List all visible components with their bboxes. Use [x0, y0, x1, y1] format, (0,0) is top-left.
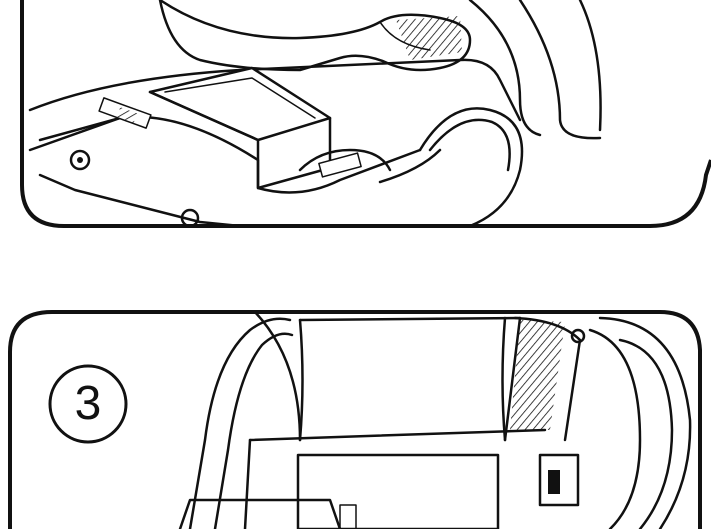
- upper-panel: [20, 0, 711, 228]
- right-latch: [538, 453, 580, 507]
- printer-cradle-edge: [378, 148, 442, 184]
- left-holder-back: [253, 312, 302, 442]
- step-number: 3: [74, 377, 102, 430]
- upper-panel-frame: [20, 0, 711, 228]
- finger-shading: [396, 16, 462, 60]
- bottom-gear: [339, 504, 357, 529]
- base-lip: [38, 116, 122, 142]
- left-holder-outer: [188, 317, 292, 529]
- paper-roll-curve-right: [501, 316, 507, 442]
- paper-bay-top: [248, 428, 547, 442]
- paper-roll-curve-left: [298, 318, 304, 442]
- printer-lid-curve: [468, 0, 542, 137]
- right-holder-hatch: [510, 320, 565, 430]
- left-holder-inner: [213, 332, 294, 529]
- printer-side-right: [518, 0, 602, 140]
- printer-cradle: [418, 107, 524, 226]
- right-side-inner: [618, 338, 674, 529]
- right-latch-knob: [548, 470, 560, 494]
- lower-panel-frame: [8, 310, 702, 529]
- mechanism-clip: [318, 152, 362, 178]
- screw-hole-right: [180, 208, 200, 226]
- paper-bay-left: [243, 438, 252, 529]
- right-holder-front: [503, 316, 522, 442]
- pivot-screw: [570, 328, 586, 344]
- printer-cradle-inner: [428, 118, 511, 172]
- latch-hatch: [116, 107, 138, 123]
- battery-block: [148, 66, 332, 190]
- screw-hole-left: [69, 149, 91, 171]
- printer-body-top: [28, 58, 522, 122]
- right-side-mid: [588, 328, 642, 529]
- paper-roll-top: [298, 316, 522, 322]
- bottom-tray: [178, 498, 342, 529]
- battery-top: [148, 90, 332, 142]
- base-front-edge: [38, 173, 242, 226]
- paper-sheet: [296, 453, 500, 529]
- mechanism-arm: [298, 148, 392, 172]
- lower-panel: [8, 310, 702, 529]
- right-side-outer: [598, 316, 692, 529]
- printer-side-edge: [578, 0, 602, 132]
- battery-inner: [164, 77, 316, 119]
- hand-outline: [158, 0, 472, 72]
- screw-hole-left-center: [77, 157, 83, 163]
